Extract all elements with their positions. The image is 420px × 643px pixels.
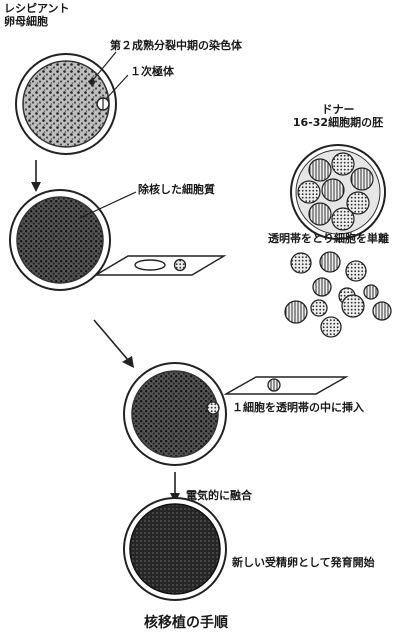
label-recipient-line2: 卵母細胞 xyxy=(4,14,48,28)
recipient-oocyte xyxy=(15,53,117,155)
figure-title: 核移植の手順 xyxy=(144,615,228,631)
arrow-down-1 xyxy=(31,160,41,192)
donor-embryo xyxy=(290,144,386,240)
label-recipient: レシピアント 卵母細胞 xyxy=(4,2,70,28)
chromosome-mark xyxy=(89,79,95,85)
label-polar-body: １次極体 xyxy=(130,65,174,78)
arrow-diagonal xyxy=(93,319,134,368)
micropipette-2 xyxy=(223,376,349,395)
label-donor-line2: 16-32細胞期の胚 xyxy=(292,115,384,129)
label-electrofusion: 電気的に融合 xyxy=(186,489,252,502)
label-removed-cytoplasm: 除核した細胞質 xyxy=(138,183,215,196)
micropipette-1 xyxy=(93,255,227,276)
label-insert-cell: １細胞を透明帯の中に挿入 xyxy=(232,401,364,414)
enucleated-oocyte xyxy=(9,189,111,291)
inserted-cell xyxy=(206,401,220,415)
label-donor: ドナー 16-32細胞期の胚 xyxy=(278,103,398,129)
isolated-cells xyxy=(284,251,392,338)
injection-oocyte xyxy=(123,362,227,466)
label-chromosome: 第２成熟分裂中期の染色体 xyxy=(110,39,242,52)
label-isolate-cells: 透明帯をとり細胞を単離 xyxy=(268,232,389,245)
label-development: 新しい受精卵として発育開始 xyxy=(232,556,375,569)
label-recipient-line1: レシピアント xyxy=(4,2,70,15)
label-donor-line1: ドナー xyxy=(321,103,355,116)
fused-egg xyxy=(123,497,227,601)
